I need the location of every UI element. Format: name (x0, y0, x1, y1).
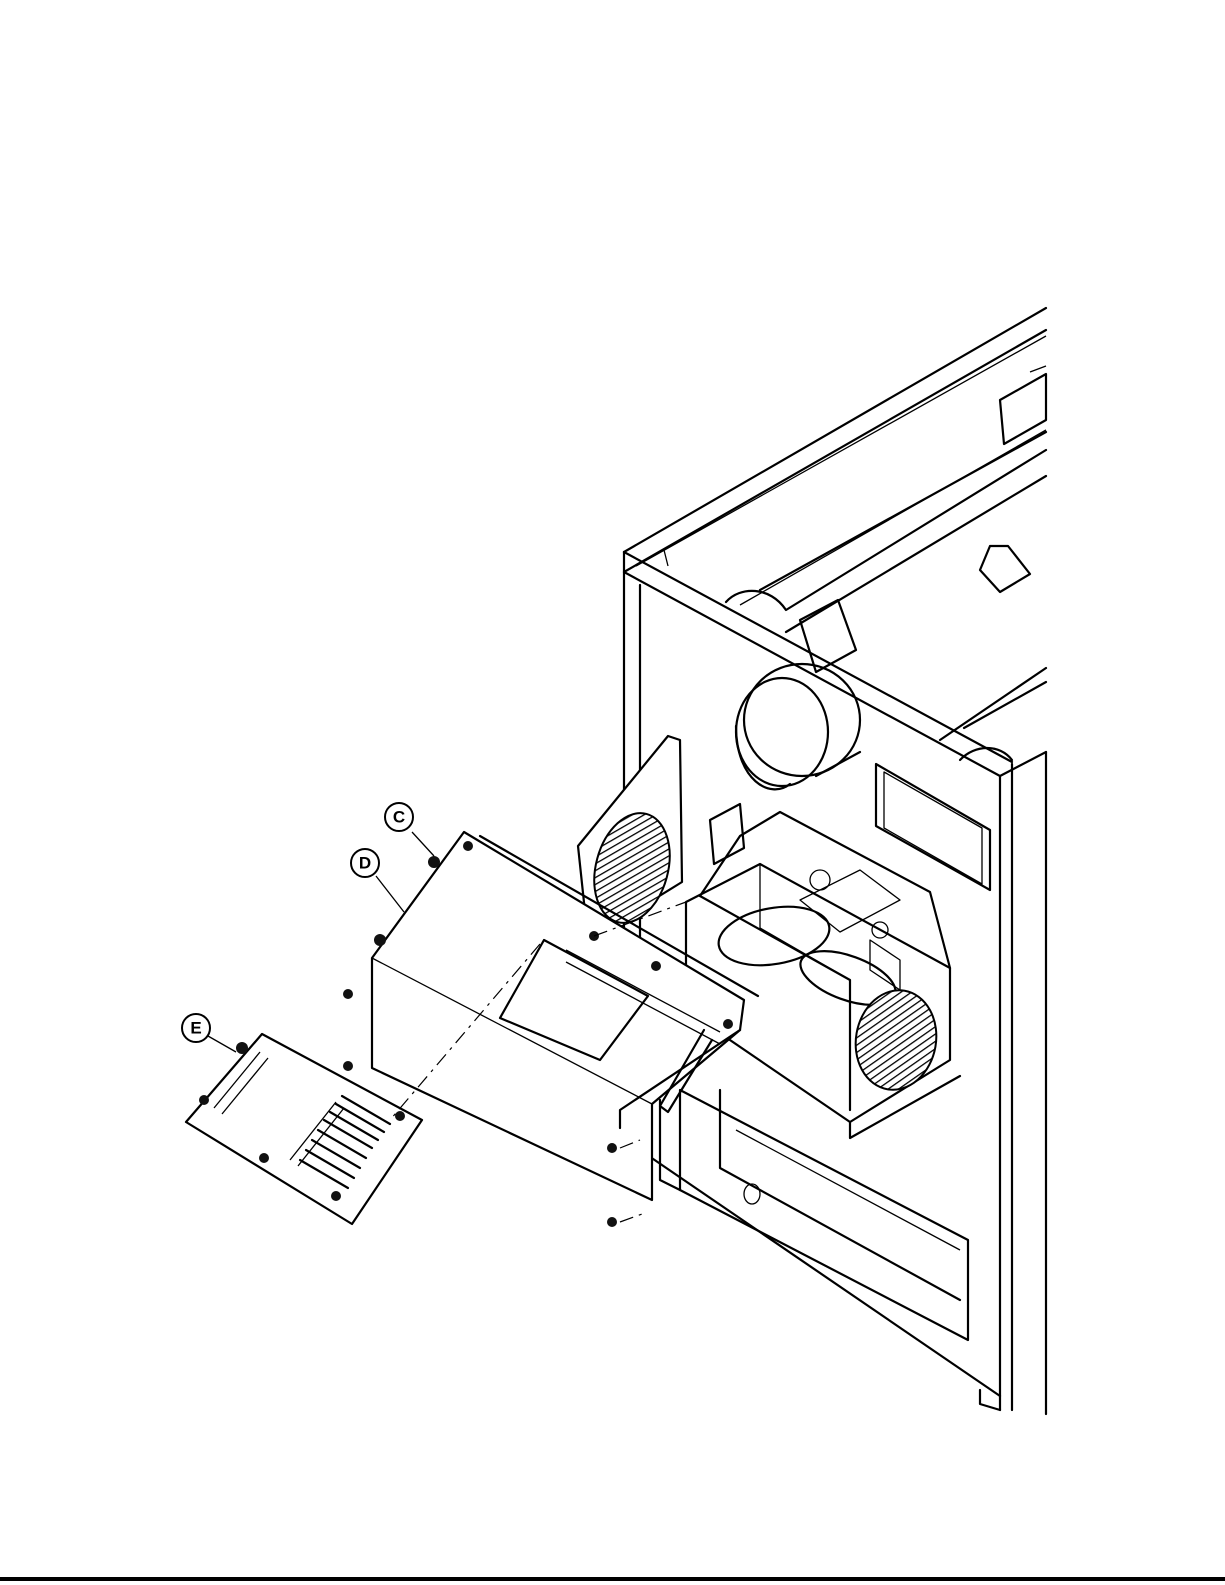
footer-rule (0, 1577, 1225, 1581)
control-module (686, 804, 960, 1138)
callout-d-label: D (359, 854, 371, 873)
cabinet-housing (624, 308, 1046, 1414)
round-duct-collar (736, 664, 860, 789)
callout-c: C (385, 803, 434, 856)
lower-opening (660, 1090, 968, 1340)
callout-e-label: E (190, 1019, 201, 1038)
cover-panel-d (372, 832, 758, 1200)
callout-c-label: C (393, 808, 405, 827)
callout-d: D (351, 849, 404, 912)
callout-e: E (182, 1014, 236, 1052)
